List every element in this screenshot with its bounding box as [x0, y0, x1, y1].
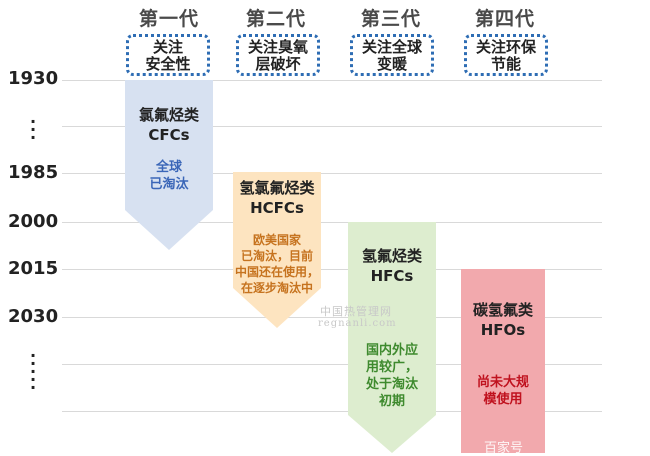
- refrigerant-name: 碳氢氟类: [472, 301, 533, 319]
- generation-1-title: 第一代: [138, 8, 199, 30]
- generation-2-focus: 关注臭氧 层破坏: [236, 34, 320, 76]
- generation-2-title: 第二代: [245, 8, 306, 30]
- generation-1-content: 氯氟烃类 CFCs 全球 已淘汰: [125, 105, 213, 193]
- focus-line: 节能: [490, 55, 521, 73]
- status-note: 全球: [155, 160, 182, 175]
- status-note: 国内外应: [365, 343, 418, 358]
- gridline-1985: [62, 173, 602, 174]
- gridline-2030: [62, 317, 602, 318]
- generation-1-arrow: [125, 80, 213, 250]
- focus-line: 关注臭氧: [247, 38, 308, 56]
- focus-line: 关注: [152, 38, 183, 56]
- watermark-site-url: regnanli.com: [318, 318, 397, 329]
- refrigerant-code: CFCs: [148, 126, 190, 144]
- status-note: 处于淘汰: [365, 377, 418, 392]
- status-note: 在逐步淘汰中: [240, 281, 313, 295]
- focus-line: 安全性: [145, 55, 191, 73]
- status-note: 欧美国家: [252, 233, 301, 247]
- ellipsis-dots-future: ·····: [30, 346, 37, 397]
- watermark-corner: 百家号: [484, 441, 524, 456]
- gridline-2015: [62, 269, 602, 270]
- refrigerant-name: 氯氟烃类: [138, 106, 199, 124]
- refrigerant-name: 氢氟烃类: [361, 247, 422, 265]
- gridline-future-1: [62, 364, 602, 365]
- ellipsis-dots: ···: [30, 112, 37, 147]
- focus-line: 层破坏: [255, 55, 301, 73]
- year-label-2000: 2000: [8, 211, 59, 232]
- refrigerant-code: HCFCs: [250, 199, 304, 217]
- refrigerant-code: HFOs: [480, 321, 526, 339]
- gridline-dots: [62, 126, 602, 127]
- refrigerant-name: 氢氯氟烃类: [239, 179, 315, 197]
- watermark-site-name: 中国热管理网: [320, 305, 392, 318]
- generation-3-content: 氢氟烃类 HFCs 国内外应 用较广， 处于淘汰 初期: [348, 246, 436, 410]
- focus-line: 变暖: [376, 55, 407, 73]
- status-note: 模使用: [483, 392, 523, 407]
- gridline-2000: [62, 222, 602, 223]
- status-note: 尚未大规: [476, 375, 529, 390]
- gridline-1930: [62, 80, 602, 81]
- generation-2-content: 氢氯氟烃类 HCFCs 欧美国家 已淘汰，目前 中国还在使用， 在逐步淘汰中: [228, 178, 326, 296]
- status-note: 已淘汰，目前: [240, 249, 313, 263]
- generation-4-content: 碳氢氟类 HFOs 尚未大规 模使用: [461, 300, 545, 408]
- generation-3-focus: 关注全球 变暖: [350, 34, 434, 76]
- year-label-2030: 2030: [8, 306, 59, 327]
- refrigerant-code: HFCs: [370, 267, 414, 285]
- status-note: 初期: [378, 394, 405, 409]
- generation-3-title: 第三代: [360, 8, 421, 30]
- year-label-1985: 1985: [8, 162, 59, 183]
- generation-4-title: 第四代: [474, 8, 535, 30]
- year-label-1930: 1930: [8, 68, 59, 89]
- focus-line: 关注全球: [361, 38, 422, 56]
- gridline-future-2: [62, 411, 602, 412]
- generation-3-arrow: [348, 222, 436, 453]
- generation-4-arrow: [461, 269, 545, 453]
- generation-4-focus: 关注环保 节能: [464, 34, 548, 76]
- status-note: 中国还在使用，: [234, 265, 319, 279]
- generation-2-arrow: [233, 172, 321, 328]
- generation-1-focus: 关注 安全性: [126, 34, 210, 76]
- status-note: 已淘汰: [149, 177, 189, 192]
- year-label-2015: 2015: [8, 258, 59, 279]
- focus-line: 关注环保: [475, 38, 536, 56]
- status-note: 用较广，: [365, 360, 418, 375]
